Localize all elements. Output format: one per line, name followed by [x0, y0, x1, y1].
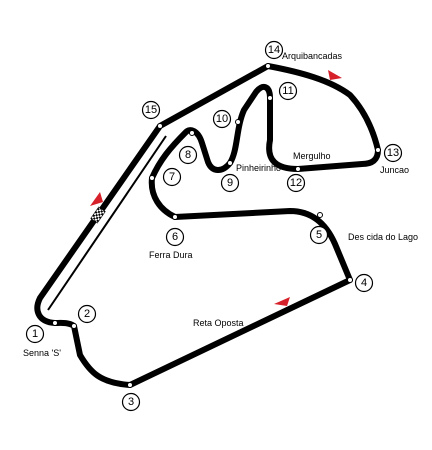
svg-text:14: 14	[268, 44, 280, 56]
corner-badge-1: 1	[25, 324, 45, 344]
svg-text:15: 15	[145, 104, 157, 116]
label-juncao: Juncao	[380, 165, 409, 175]
label-reta-oposta: Reta Oposta	[193, 318, 244, 328]
corner-badge-12: 12	[286, 173, 306, 193]
corner-badge-4: 4	[354, 273, 374, 293]
direction-arrow-icon	[274, 297, 290, 306]
label-pinheirinho: Pinheirinho	[236, 163, 281, 173]
corner-badge-15: 15	[141, 100, 161, 120]
svg-text:4: 4	[361, 277, 367, 289]
corner-dots	[52, 63, 381, 388]
svg-text:1: 1	[32, 328, 38, 340]
label-arquibancadas: Arquibancadas	[282, 51, 343, 61]
svg-text:11: 11	[282, 85, 293, 97]
svg-text:5: 5	[316, 229, 322, 241]
svg-text:10: 10	[216, 113, 228, 125]
svg-text:13: 13	[387, 147, 399, 159]
corner-badge-2: 2	[77, 304, 97, 324]
corner-badge-10: 10	[212, 109, 232, 129]
corner-badge-13: 13	[383, 143, 403, 163]
svg-text:8: 8	[185, 149, 191, 161]
corner-badge-6: 6	[165, 227, 185, 247]
label-senna-s: Senna 'S'	[23, 348, 61, 358]
svg-text:9: 9	[227, 177, 233, 189]
svg-text:12: 12	[290, 177, 302, 189]
direction-arrow-icon	[90, 192, 103, 206]
pit-lane	[47, 135, 167, 311]
track-outline	[34, 63, 381, 388]
corner-badge-11: 11	[278, 81, 298, 101]
label-mergulho: Mergulho	[293, 151, 331, 161]
corner-badge-14: 14	[264, 40, 284, 60]
label-des-cida-do-lago: Des cida do Lago	[348, 232, 418, 242]
corner-badge-8: 8	[178, 145, 198, 165]
corner-badge-5: 5	[309, 225, 329, 245]
direction-arrow-icon	[328, 70, 342, 80]
svg-text:6: 6	[172, 231, 178, 243]
corner-badge-7: 7	[162, 167, 182, 187]
corner-badge-9: 9	[220, 173, 240, 193]
svg-text:7: 7	[169, 171, 175, 183]
corner-badge-3: 3	[121, 392, 141, 412]
start-finish-flag-icon	[90, 206, 106, 224]
svg-text:3: 3	[128, 396, 134, 408]
svg-text:2: 2	[84, 308, 90, 320]
label-ferra-dura: Ferra Dura	[149, 250, 193, 260]
